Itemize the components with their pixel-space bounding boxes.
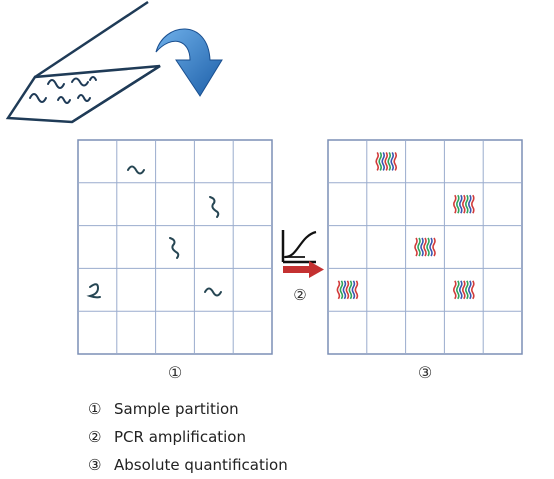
partition-grid-amplified xyxy=(327,139,523,355)
amplicon-cluster-icon xyxy=(453,194,475,214)
strand xyxy=(127,165,145,175)
legend: ① Sample partition ② PCR amplification ③… xyxy=(88,395,288,479)
grid-right-label: ③ xyxy=(418,363,432,382)
step-2-label: ② xyxy=(293,286,306,304)
amplicon-cluster-icon xyxy=(375,151,397,171)
amplicon-cluster-icon xyxy=(414,237,436,257)
grid-left-label: ① xyxy=(168,363,182,382)
strand xyxy=(204,287,222,297)
pipette-tip-icon xyxy=(5,0,161,124)
legend-item-absolute-quantification: ③ Absolute quantification xyxy=(88,451,288,479)
pcr-curve-icon xyxy=(281,230,317,264)
partition-grid-empty xyxy=(77,139,273,355)
legend-number: ② xyxy=(88,428,102,446)
legend-text: Absolute quantification xyxy=(114,456,288,474)
amplicon-clusters xyxy=(336,151,475,300)
strand xyxy=(169,237,180,259)
pcr-arrow-icon xyxy=(283,261,324,278)
sample-strands xyxy=(29,76,97,104)
legend-number: ① xyxy=(88,400,102,418)
legend-text: PCR amplification xyxy=(114,428,246,446)
amplicon-cluster-icon xyxy=(453,280,475,300)
strand xyxy=(209,196,220,218)
curved-arrow-icon xyxy=(155,28,223,97)
strand xyxy=(86,283,101,299)
legend-item-pcr-amplification: ② PCR amplification xyxy=(88,423,288,451)
legend-number: ③ xyxy=(88,456,102,474)
partition-strands xyxy=(86,165,222,299)
legend-text: Sample partition xyxy=(114,400,239,418)
legend-item-sample-partition: ① Sample partition xyxy=(88,395,288,423)
amplicon-cluster-icon xyxy=(336,280,359,300)
